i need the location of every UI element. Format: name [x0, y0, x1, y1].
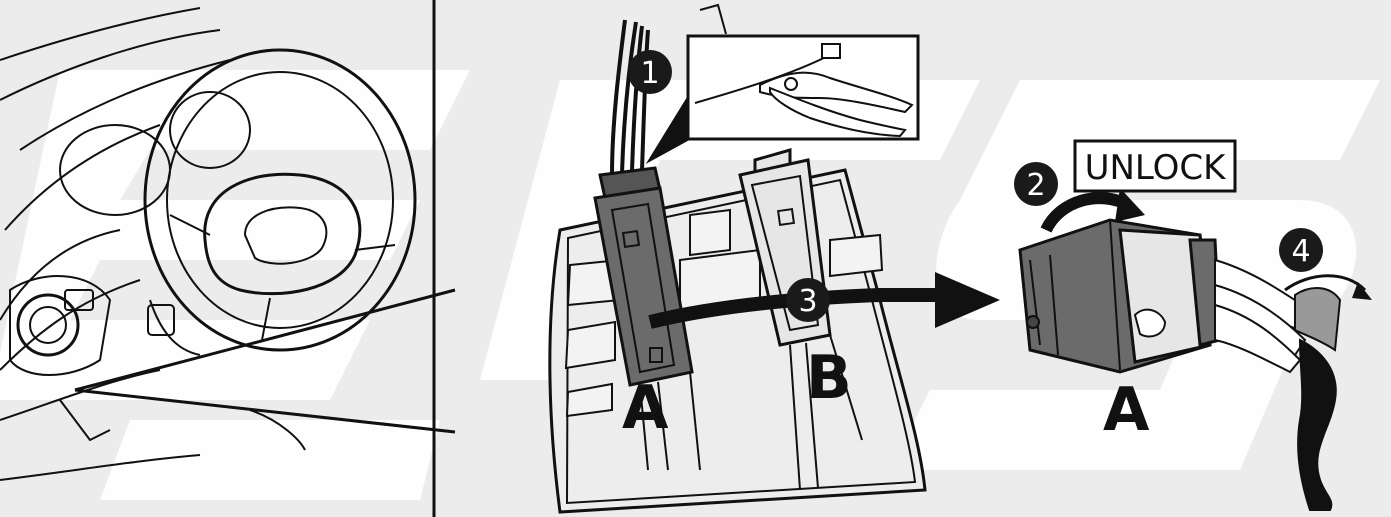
step-number: 2 [1026, 168, 1045, 203]
step-badge-2: 2 [1014, 162, 1058, 206]
connector-b-label: B [806, 343, 852, 413]
step-number: 3 [798, 284, 817, 319]
unlock-callout: UNLOCK [1075, 141, 1235, 191]
connector-a-right-label: A [1103, 375, 1150, 445]
connector-a-unplugged [1020, 220, 1220, 372]
connector-a-label: A [622, 373, 669, 443]
unlock-label: UNLOCK [1085, 148, 1228, 188]
step-number: 4 [1291, 234, 1310, 269]
step-badge-1: 1 [628, 50, 672, 94]
step-badge-3: 3 [786, 278, 830, 322]
step-badge-4: 4 [1279, 228, 1323, 272]
step-number: 1 [640, 56, 659, 91]
